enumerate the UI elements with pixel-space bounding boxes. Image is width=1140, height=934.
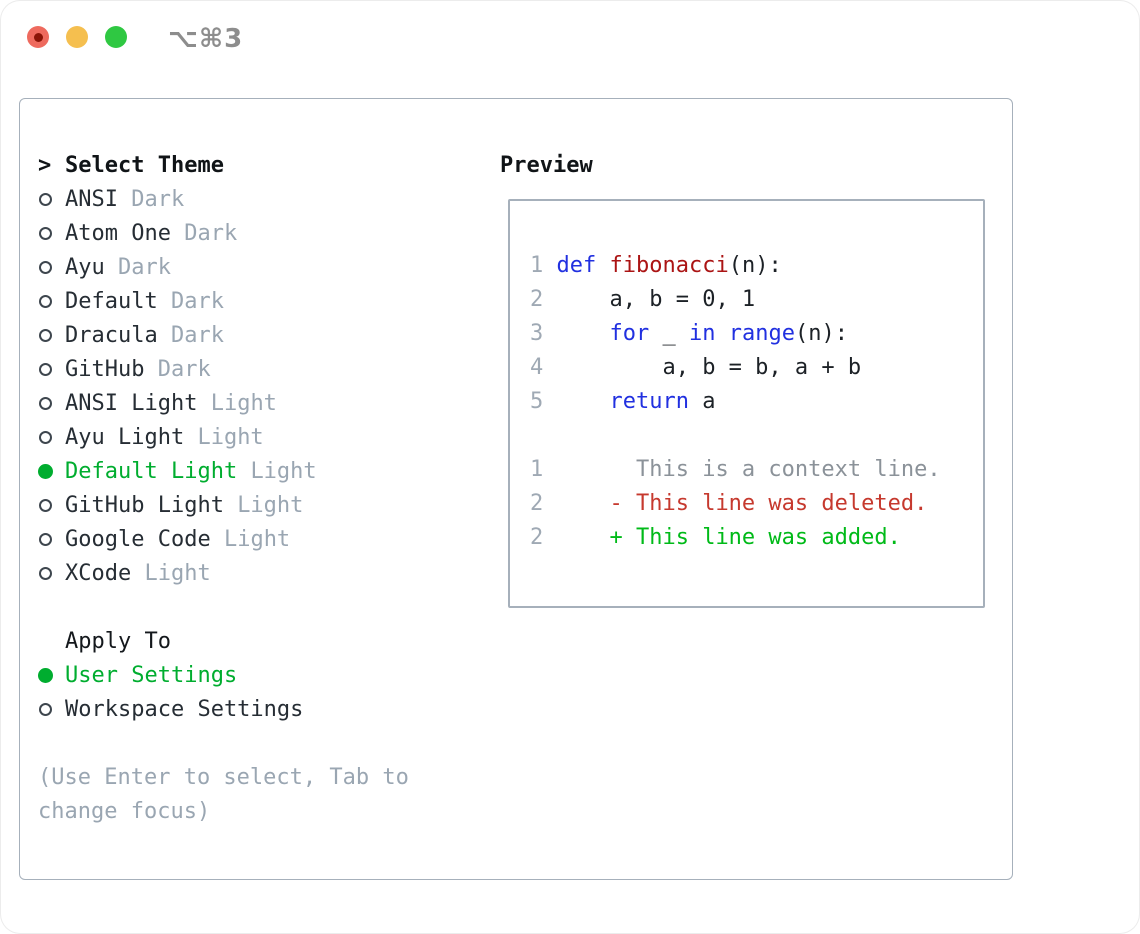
theme-name: Ayu Light <box>65 424 198 450</box>
theme-option[interactable]: GitHub Dark <box>38 352 488 386</box>
theme-name: GitHub <box>65 356 158 382</box>
apply-to-option[interactable]: User Settings <box>38 658 488 692</box>
apply-to-label: Workspace Settings <box>65 696 304 722</box>
code-line: 5 return a <box>530 389 716 414</box>
theme-option[interactable]: GitHub Light Light <box>38 488 488 522</box>
radio-icon <box>39 294 52 308</box>
radio-icon <box>39 702 52 716</box>
theme-list-header: > Select Theme <box>38 148 488 182</box>
theme-variant: Dark <box>157 356 211 382</box>
radio-icon <box>39 260 52 274</box>
theme-variant: Dark <box>170 288 224 314</box>
radio-icon <box>39 498 52 512</box>
theme-option[interactable]: Google Code Light <box>38 522 488 556</box>
theme-list-title: Select Theme <box>65 152 224 178</box>
code-line: 1 def fibonacci(n): <box>530 253 782 278</box>
minimize-button[interactable] <box>66 26 88 48</box>
theme-variant: Dark <box>170 322 224 348</box>
code-line <box>530 419 941 453</box>
code-line: 2 a, b = 0, 1 <box>530 287 756 312</box>
window-title-shortcut: ⌥⌘3 <box>168 24 244 54</box>
code-line: 3 for _ in range(n): <box>530 321 848 346</box>
theme-option[interactable]: Ayu Dark <box>38 250 488 284</box>
theme-name: Ayu <box>65 254 118 280</box>
theme-name: Default <box>65 288 171 314</box>
radio-icon <box>39 328 52 342</box>
theme-option[interactable]: XCode Light <box>38 556 488 590</box>
zoom-button[interactable] <box>105 26 127 48</box>
code-line: 1 This is a context line. <box>530 457 941 482</box>
selected-radio-icon <box>38 667 53 683</box>
code-preview: 1 def fibonacci(n): 2 a, b = 0, 1 3 for _ … <box>530 249 941 555</box>
apply-to-option[interactable]: Workspace Settings <box>38 692 488 726</box>
radio-icon <box>39 532 52 546</box>
theme-variant: Light <box>250 458 317 484</box>
theme-name: GitHub Light <box>65 492 238 518</box>
theme-variant: Light <box>144 560 211 586</box>
code-line: 2 + This line was added. <box>530 525 901 550</box>
theme-option[interactable]: Default Light Light <box>38 454 488 488</box>
theme-option[interactable]: ANSI Dark <box>38 182 488 216</box>
theme-variant: Dark <box>117 254 171 280</box>
preview-heading: Preview <box>500 152 593 178</box>
theme-option[interactable]: Atom One Dark <box>38 216 488 250</box>
theme-variant: Light <box>197 424 264 450</box>
help-hint-line: (Use Enter to select, Tab to <box>38 764 409 790</box>
apply-to-title: Apply To <box>65 628 171 654</box>
theme-option[interactable]: ANSI Light Light <box>38 386 488 420</box>
theme-variant: Light <box>237 492 304 518</box>
close-dot-icon <box>33 32 43 42</box>
theme-name: Dracula <box>65 322 171 348</box>
selected-radio-icon <box>38 463 53 479</box>
theme-name: Atom One <box>65 220 185 246</box>
apply-to-header: Apply To <box>38 624 488 658</box>
code-line: 4 a, b = b, a + b <box>530 355 862 380</box>
theme-variant: Light <box>223 526 291 552</box>
radio-icon <box>39 226 52 240</box>
radio-icon <box>39 396 52 410</box>
help-hint-line: change focus) <box>38 798 211 824</box>
radio-icon <box>39 362 52 376</box>
focus-chevron-icon: > <box>38 152 52 178</box>
theme-variant: Light <box>210 390 277 416</box>
close-button[interactable] <box>27 26 49 48</box>
radio-icon <box>39 566 52 580</box>
theme-variant: Dark <box>184 220 238 246</box>
theme-variant: Dark <box>131 186 185 212</box>
radio-icon <box>39 430 52 444</box>
theme-name: Default Light <box>65 458 251 484</box>
theme-name: ANSI Light <box>65 390 211 416</box>
theme-option[interactable]: Dracula Dark <box>38 318 488 352</box>
radio-icon <box>39 192 52 206</box>
theme-name: ANSI <box>65 186 132 212</box>
theme-name: Google Code <box>65 526 224 552</box>
code-line: 2 - This line was deleted. <box>530 491 928 516</box>
theme-name: XCode <box>65 560 145 586</box>
apply-to-label: User Settings <box>65 662 238 688</box>
theme-option[interactable]: Default Dark <box>38 284 488 318</box>
preview-panel: 1 def fibonacci(n): 2 a, b = 0, 1 3 for _ … <box>508 199 985 608</box>
theme-option[interactable]: Ayu Light Light <box>38 420 488 454</box>
